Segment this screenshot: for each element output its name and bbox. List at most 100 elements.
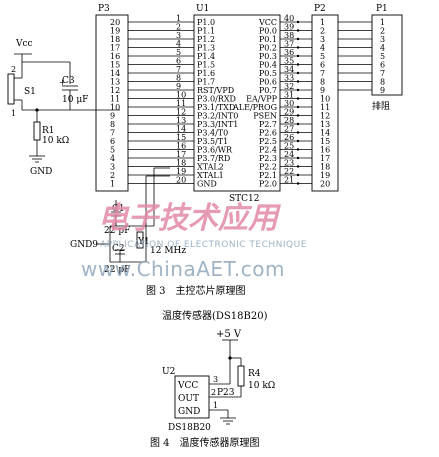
u1-right-signal: P0.4 [259, 61, 277, 70]
u1-right-pin-number: 23 [284, 159, 294, 168]
p2-pin-number: 14 [320, 129, 330, 138]
p3-pin-number: 4 [110, 154, 115, 163]
u1-left-pin-number: 2 [176, 23, 181, 32]
net-label: P23 [217, 388, 235, 398]
p3-pin-number: 2 [110, 171, 115, 180]
p2-pin-number: 8 [320, 78, 325, 87]
u1-right-pin-number: 40 [284, 14, 294, 23]
u1-left-pin-number: 5 [176, 48, 181, 57]
u1-right-pin-number: 32 [284, 82, 294, 91]
p3-box [95, 14, 129, 192]
u1-left-signal: XTAL2 [197, 163, 224, 172]
u1-right-pin-number: 36 [284, 48, 294, 57]
u1-right-signal: P0.6 [259, 78, 277, 87]
u1-right-pin-number: 30 [284, 99, 294, 108]
u1-left-signal: P3.4/T0 [197, 129, 228, 138]
p3-pin-number: 12 [110, 86, 120, 95]
p2-pin-number: 2 [320, 27, 325, 36]
p2-pin-number: 10 [320, 95, 330, 104]
u1-right-pin-number: 26 [284, 133, 294, 142]
u1-left-signal: P3.6/WR [197, 146, 233, 155]
p3-pin-number: 3 [110, 163, 115, 172]
u2-pin-out: OUT [178, 394, 199, 404]
u1-left-signal: P3.0/RXD [197, 95, 236, 104]
chip-name: STC12 [229, 194, 260, 204]
watermark-title: 电子技术应用 [98, 201, 282, 236]
p3-pin-number: 10 [110, 103, 120, 112]
crystal-body [136, 231, 144, 249]
u1-left-signal: GND [197, 180, 217, 189]
u1-right-signal: EA/VPP [246, 95, 277, 104]
u1-right-pin-number: 39 [284, 23, 294, 32]
crystal-circuit: C1 22 pF Y1 12 MHz C2 22 pF GND9 [70, 167, 186, 275]
switch-label: S1 [24, 87, 36, 97]
part-name: DS18B20 [168, 423, 211, 433]
u1-left-pin-number: 16 [176, 142, 186, 151]
u1-right-signal: P2.0 [259, 180, 277, 189]
switch-pin-2: 2 [11, 65, 16, 74]
p3-pin-number: 15 [110, 61, 120, 70]
u1-left-pin-number: 4 [176, 40, 181, 49]
p3-pin-number: 17 [110, 44, 120, 53]
u1-left-signal: P1.6 [197, 69, 215, 78]
p2-pin-number: 16 [320, 146, 330, 155]
u2-pin-vcc: VCC [177, 381, 198, 391]
p1-pin-number: 5 [380, 52, 385, 61]
u1-right-signal: P0.7 [259, 86, 277, 95]
u1-left-signal: P3.5/T1 [197, 137, 228, 146]
u1-left-pin-number: 1 [176, 14, 181, 23]
u1-left-pin-number: 8 [176, 74, 181, 83]
u1-right-pin-number: 27 [284, 125, 294, 134]
u1-left-pin-number: 12 [176, 108, 186, 117]
u1-left-signal: P1.3 [197, 44, 215, 53]
u1-left-signal: P3.1/TXD [197, 103, 235, 112]
watermark: 电子技术应用 APPLICATION OF ELECTRONIC TECHNIQ… [81, 201, 306, 281]
u1-right-signal: P2.5 [259, 137, 277, 146]
p3-pin-number: 1 [110, 180, 115, 189]
u1-left-signal: RST/VPD [197, 86, 234, 95]
u1-right-signal: P0.5 [259, 69, 277, 78]
p2-pin-number: 20 [320, 180, 330, 189]
p2-pin-number: 4 [320, 44, 325, 53]
u1-right-signal: P2.3 [259, 154, 277, 163]
u1-left-pin-number: 14 [176, 125, 186, 134]
u1-right-pin-number: 22 [284, 167, 294, 176]
u1-left-pin-number: 13 [176, 116, 186, 125]
p1-pin-number: 2 [380, 27, 385, 36]
u1-left-pin-number: 11 [176, 99, 186, 108]
u1-left-pin-number: 20 [176, 176, 186, 185]
u1-right-pin-number: 25 [284, 142, 294, 151]
p2-label: P2 [314, 4, 326, 14]
p2-pin-number: 9 [320, 86, 325, 95]
u1-box [193, 14, 281, 192]
p3-pin-number: 8 [110, 120, 115, 129]
switch-pin-1: 1 [11, 109, 16, 118]
p1-pin-number: 8 [380, 78, 385, 87]
u1-left-pin-number: 7 [176, 65, 181, 74]
u1-right-signal: P0.3 [259, 52, 277, 61]
u2-label: U2 [162, 367, 175, 377]
u1-left-signal: P1.0 [197, 18, 215, 27]
p2-pin-number: 12 [320, 112, 330, 121]
p2-pin-number: 1 [320, 18, 325, 27]
supply-label: +5 V [216, 329, 242, 340]
p2-pin-number: 13 [320, 120, 330, 129]
reset-circuit: Vcc 2 1 S1 + C3 10 μF R1 10 kΩ GND [7, 39, 120, 177]
p3-pin-number: 20 [110, 18, 120, 27]
figure4-title: 温度传感器(DS18B20) [162, 309, 268, 322]
p1-pin-number: 4 [380, 44, 385, 53]
u1-right-pin-number: 29 [284, 108, 294, 117]
p1-pin-number: 1 [380, 18, 385, 27]
u1-left-pin-number: 15 [176, 133, 186, 142]
u1-left-pin-number: 6 [176, 57, 181, 66]
p3-pin-number: 19 [110, 27, 120, 36]
u1-left-signal: XTAL1 [197, 171, 224, 180]
c3-value: 10 μF [62, 95, 88, 105]
p3-pin-number: 16 [110, 52, 120, 61]
u1-right-signal: P2.6 [259, 129, 277, 138]
p2-pin-number: 15 [320, 137, 330, 146]
figure4-caption: 图 4 温度传感器原理图 [150, 436, 260, 449]
